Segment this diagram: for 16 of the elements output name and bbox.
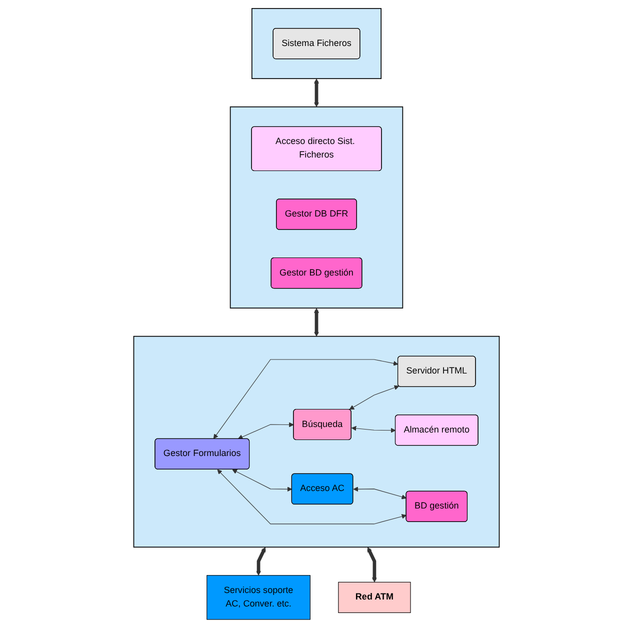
cluster (133, 336, 500, 548)
node-box: Servicios soporte AC, Conver. etc. (206, 575, 310, 620)
arrow (353, 486, 407, 500)
arrow (232, 469, 292, 492)
cluster (251, 8, 382, 80)
arrow (256, 547, 266, 576)
arrow (367, 547, 377, 582)
arrow (314, 78, 319, 108)
arrow (314, 308, 319, 337)
arrow (351, 426, 396, 433)
arrow (217, 469, 407, 524)
node-box: Red ATM (338, 582, 411, 613)
arrow (349, 385, 400, 410)
arrow (213, 359, 398, 439)
arrow (238, 422, 294, 440)
cluster (230, 106, 404, 308)
